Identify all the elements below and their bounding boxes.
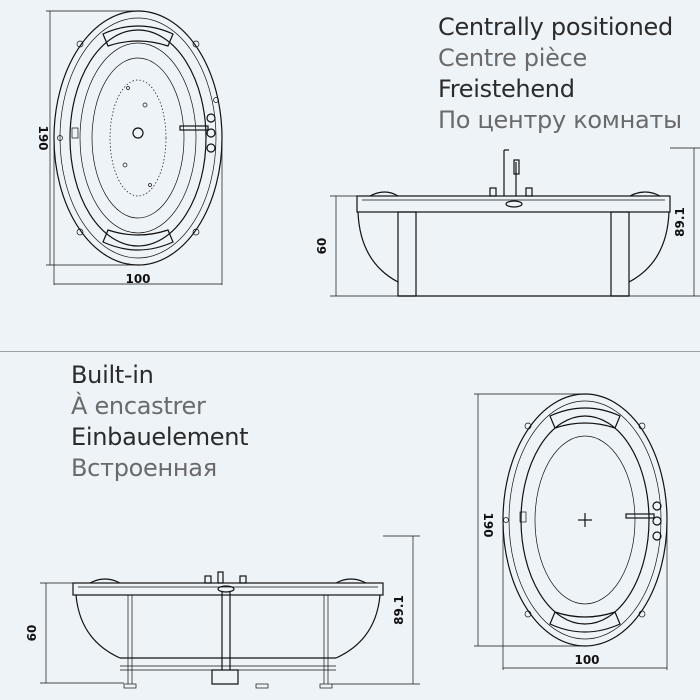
dimension-lines-plan-bottom [474,393,668,670]
dimension-lines-side-bottom [40,535,420,685]
dimension-inner-height-top: 60 [315,238,329,255]
dimension-total-height-bottom: 89.1 [392,595,406,625]
dimension-length-bottom: 190 [481,512,495,537]
bathtub-plan-view-top [53,10,223,266]
bathtub-side-view-bottom [72,571,384,689]
section-divider [0,351,700,352]
dimension-inner-height-bottom: 60 [25,625,39,642]
label-english: Built-in [71,361,154,389]
label-german: Freistehend [438,75,575,103]
bathtub-side-view-top [356,149,671,297]
label-french: À encastrer [71,392,206,420]
label-russian: По центру комнаты [438,106,682,134]
dimension-width-bottom: 100 [574,653,599,667]
label-english: Centrally positioned [438,13,673,41]
dimension-width-top: 100 [125,272,150,286]
dimension-lines-side-top [330,147,700,297]
bathtub-plan-view-bottom [502,393,668,647]
label-russian: Встроенная [71,454,217,482]
label-french: Centre pièce [438,44,587,72]
dimension-length-top: 190 [36,125,50,150]
installation-labels-centrally-positioned: Centrally positioned Centre pièce Freist… [438,12,682,136]
dimension-total-height-top: 89.1 [673,207,687,237]
label-german: Einbauelement [71,423,249,451]
dimension-lines-plan-top [46,10,223,285]
installation-labels-built-in: Built-in À encastrer Einbauelement Встро… [71,360,249,484]
